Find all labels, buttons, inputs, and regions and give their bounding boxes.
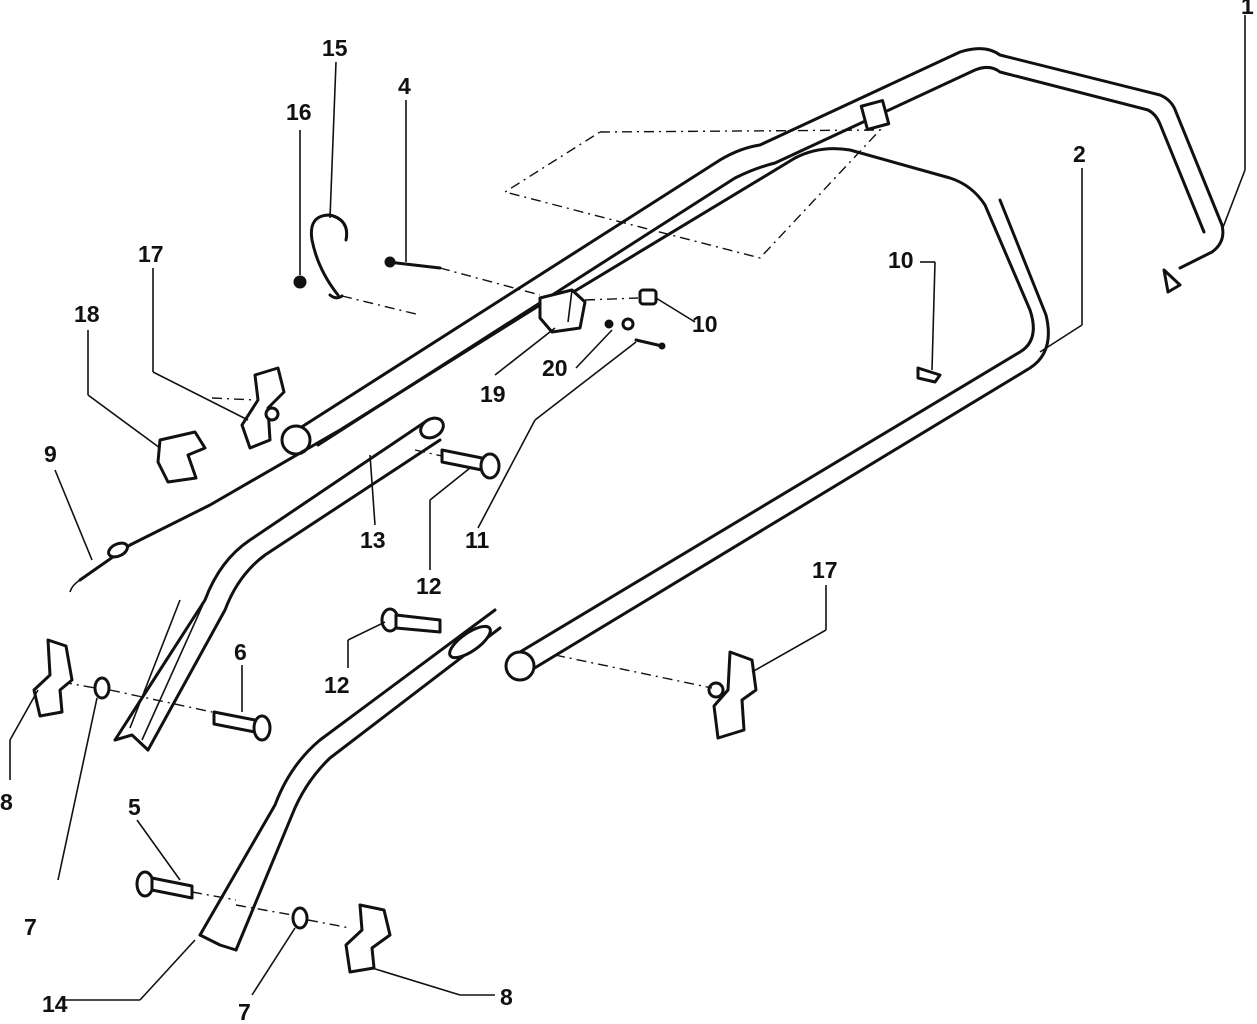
bracket-fasteners	[384, 256, 666, 350]
callout-13: 13	[360, 527, 386, 553]
callout-20: 20	[542, 355, 568, 381]
callout-7-upper: 7	[24, 914, 37, 940]
callout-17-upper: 17	[138, 241, 164, 267]
callout-12-upper: 12	[416, 573, 442, 599]
callout-6: 6	[234, 639, 247, 665]
assembly-plane-outline	[503, 129, 882, 259]
control-cable-part-9	[69, 298, 550, 593]
callout-17-lower: 17	[812, 557, 838, 583]
callout-4: 4	[398, 73, 411, 99]
callout-8-right: 8	[500, 984, 513, 1010]
lower-tube-part-14	[198, 608, 502, 952]
callout-9: 9	[44, 441, 57, 467]
star-knob-left-part-8	[32, 638, 74, 718]
callout-15: 15	[322, 35, 348, 61]
nut-part-16	[293, 275, 307, 289]
callout-10-right: 10	[888, 247, 914, 273]
wire-hook-part-15	[309, 213, 421, 316]
washer-lower-part-7	[235, 904, 351, 930]
star-knob-right-part-8	[344, 903, 392, 974]
callout-1: 1	[1241, 0, 1254, 19]
lower-tube-part-13	[113, 416, 445, 752]
lower-handle-frame-part-2	[504, 147, 1050, 682]
callout-2: 2	[1073, 141, 1086, 167]
leader-lines	[9, 15, 1246, 1001]
callout-7-lower: 7	[238, 999, 251, 1024]
cable-bracket-part-19	[538, 288, 587, 334]
carriage-bolt-upper-part-12	[414, 448, 501, 480]
callout-14: 14	[42, 991, 68, 1017]
bolt-part-6	[212, 710, 272, 742]
callout-12-lower: 12	[324, 672, 350, 698]
callout-8-left: 8	[0, 789, 13, 815]
callout-10-center: 10	[692, 311, 718, 337]
callout-18: 18	[74, 301, 100, 327]
carriage-bolt-lower-part-12	[380, 607, 442, 634]
star-knob-upper-part-17	[211, 366, 286, 450]
upper-handle-part-1	[280, 47, 1225, 456]
star-knob-lower-part-17	[554, 650, 758, 740]
callout-5: 5	[128, 794, 141, 820]
callout-19: 19	[480, 381, 506, 407]
callout-16: 16	[286, 99, 312, 125]
callout-11: 11	[465, 527, 490, 553]
cable-clip-part-18	[156, 430, 207, 484]
bolt-part-5	[135, 870, 237, 901]
